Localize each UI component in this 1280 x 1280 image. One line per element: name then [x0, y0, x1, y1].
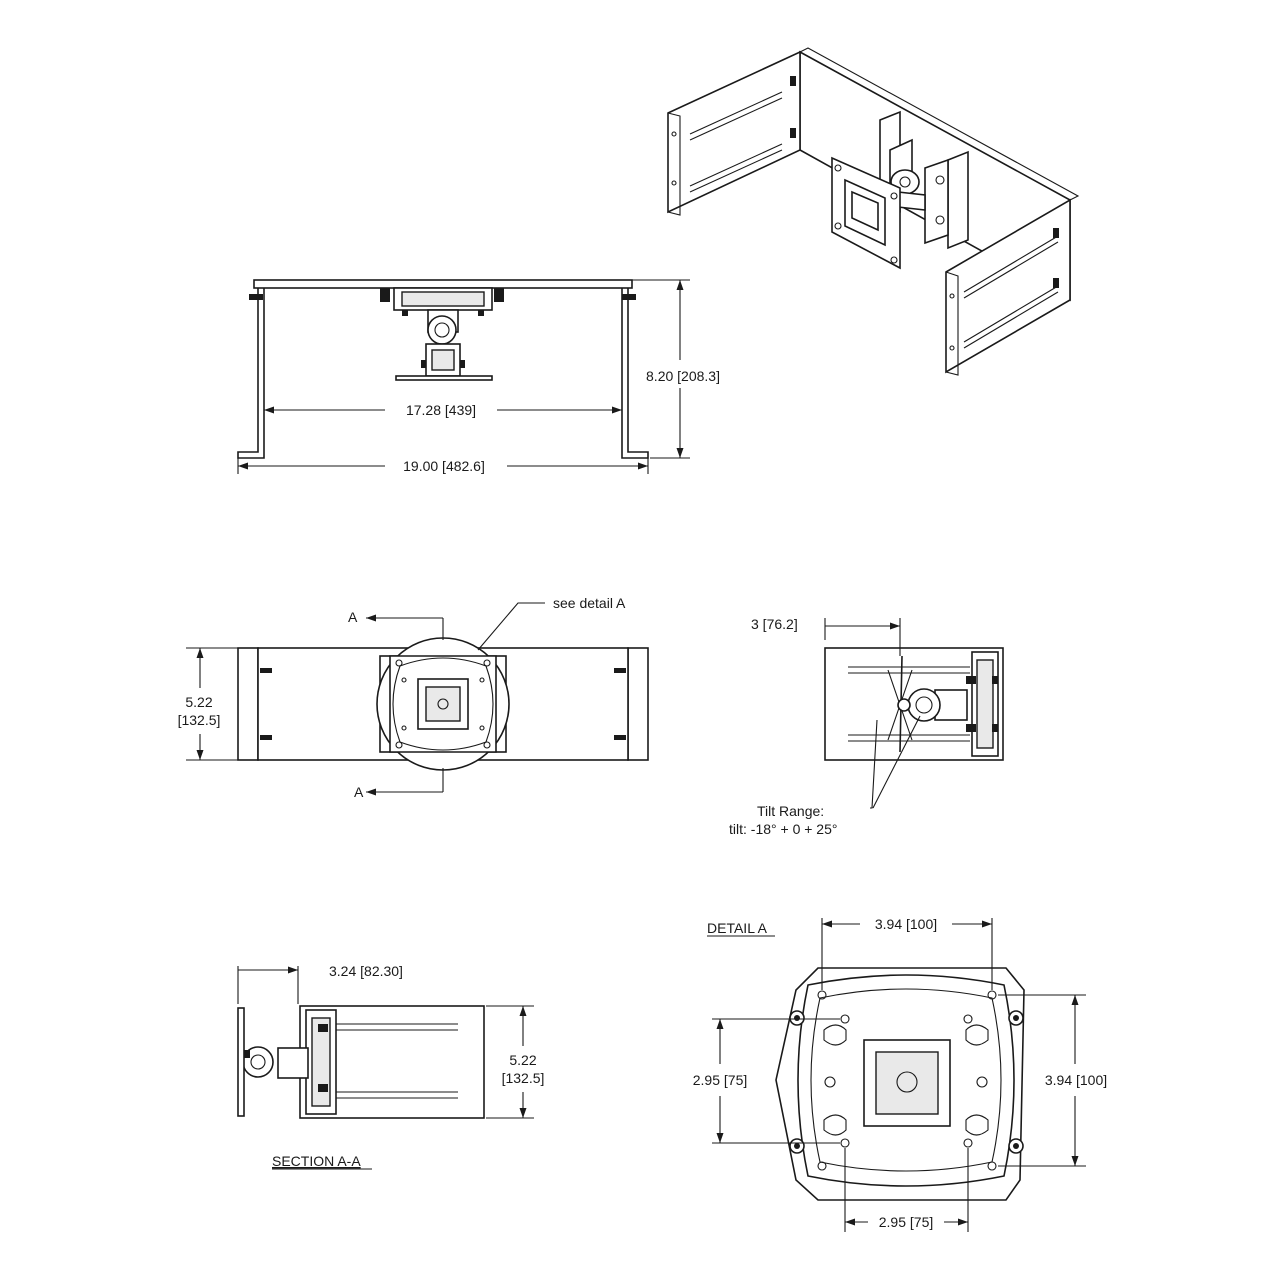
detail-a-view: DETAIL A	[693, 916, 1107, 1232]
section-marker-bottom: A	[354, 784, 364, 800]
detail-right-height: 3.94 [100]	[1045, 1072, 1107, 1088]
detail-a-title: DETAIL A	[707, 920, 768, 936]
section-aa-view: 3.24 [82.30] 5.22 [132.5] SECTION A-A	[237, 963, 545, 1170]
detail-callout-label: see detail A	[553, 595, 626, 611]
side-depth-label: 3 [76.2]	[751, 616, 798, 632]
front-overall-width-label: 19.00 [482.6]	[403, 458, 485, 474]
front-inner-width-label: 17.28 [439]	[406, 402, 476, 418]
section-depth-label: 3.24 [82.30]	[329, 963, 403, 979]
detail-bottom-width: 2.95 [75]	[879, 1214, 934, 1230]
tilt-range-values: tilt: -18° + 0 + 25°	[729, 821, 837, 837]
top-height-line2: [132.5]	[178, 712, 221, 728]
section-aa-title: SECTION A-A	[272, 1153, 361, 1169]
section-height-line1: 5.22	[509, 1052, 536, 1068]
section-marker-top: A	[348, 609, 358, 625]
top-view: A A see detail A 5.22 [132.5]	[178, 595, 649, 800]
section-height-line2: [132.5]	[502, 1070, 545, 1086]
side-view: 3 [76.2] Tilt Range: tilt: -18° + 0 + 25…	[729, 616, 1004, 837]
front-view: 17.28 [439] 19.00 [482.6] 8.20 [208.3]	[237, 279, 720, 474]
front-height-label: 8.20 [208.3]	[646, 368, 720, 384]
detail-left-height: 2.95 [75]	[693, 1072, 748, 1088]
isometric-view	[667, 47, 1080, 376]
detail-top-width: 3.94 [100]	[875, 916, 937, 932]
tilt-range-label: Tilt Range:	[757, 803, 824, 819]
top-height-line1: 5.22	[185, 694, 212, 710]
